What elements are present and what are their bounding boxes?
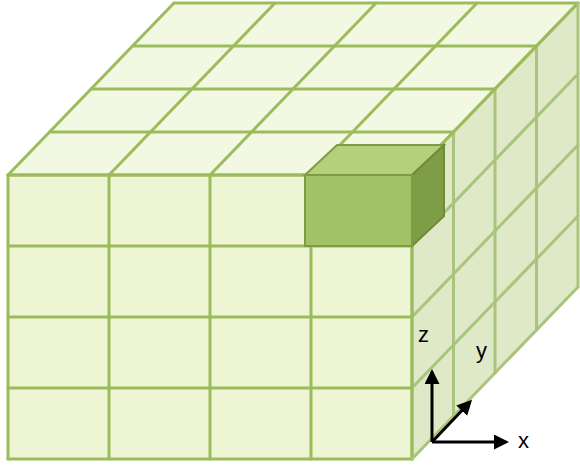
z-axis xyxy=(431,372,434,442)
grid-line xyxy=(412,145,578,317)
cube-side xyxy=(412,145,444,246)
grid-line xyxy=(412,216,578,388)
grid-line xyxy=(8,316,412,319)
x-axis-label: x xyxy=(518,430,529,452)
grid-line xyxy=(535,46,538,330)
y-axis-label: y xyxy=(476,340,487,362)
grid-line xyxy=(577,3,580,287)
right-face xyxy=(412,3,578,459)
grid-line xyxy=(8,458,412,461)
axis-arrows xyxy=(432,372,506,442)
z-axis-label: z xyxy=(418,324,429,346)
grid-line xyxy=(412,287,578,459)
grid-line xyxy=(8,387,412,390)
highlighted-cube xyxy=(305,145,444,246)
cube-front xyxy=(305,175,412,246)
y-axis xyxy=(432,402,470,442)
grid-line xyxy=(133,45,537,48)
x-axis xyxy=(432,441,506,444)
grid-line xyxy=(91,88,495,91)
front-face xyxy=(8,175,412,459)
grid-line xyxy=(174,2,578,5)
